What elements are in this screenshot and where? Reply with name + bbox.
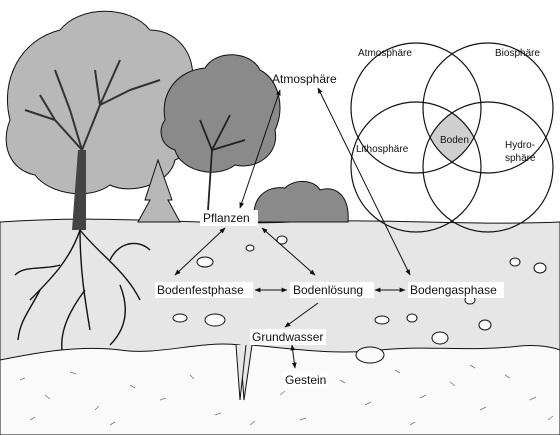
arrow-atmosphaere-bodengasphase [317,87,411,276]
interaction-arrows [174,87,411,369]
label-backgrounds [155,210,504,388]
label-bodenloesung: Bodenlösung [293,283,363,297]
venn-center-region [423,102,481,173]
rock-intrusion [235,344,247,401]
venn-label-hydrosphaere-1: Hydro- [505,140,535,151]
middle-tree [160,54,281,211]
conifer-tree [137,158,181,223]
bedrock-layer [0,343,560,435]
venn-circle-lithosphaere [350,101,482,233]
arrow-atmosphaere-pflanzen [239,89,281,209]
label-pflanzen: Pflanzen [203,211,250,225]
venn-label-center: Boden [440,135,469,146]
arrow-pflanzen-bodenfestphase [174,227,226,276]
venn-label-biosphaere: Biosphäre [495,48,540,59]
rock-speckles [19,364,554,426]
venn-circle-atmosphaere [350,42,482,174]
venn-label-atmosphaere: Atmosphäre [358,48,412,59]
arrow-pflanzen-bodenloesung [261,227,316,276]
shrubs [253,181,349,223]
tree-roots [14,229,151,351]
label-bodengasphase: Bodengasphase [410,283,497,297]
label-grundwasser: Grundwasser [252,330,323,344]
arrow-grundwasser-gestein [290,344,297,369]
venn-label-lithosphaere: Lithosphäre [356,144,409,155]
venn-circle-hydrosphaere [422,101,554,233]
label-bodenfestphase: Bodenfestphase [157,283,244,297]
arrow-loesung-grundwasser [284,302,319,328]
venn-circle-biosphaere [422,42,554,174]
label-atmosphaere: Atmosphäre [272,72,337,86]
venn-diagram: Atmosphäre Biosphäre Lithosphäre Hydro- … [350,42,554,233]
big-tree [5,10,202,231]
label-gestein: Gestein [285,373,326,387]
venn-label-hydrosphaere-2: sphäre [505,153,536,164]
